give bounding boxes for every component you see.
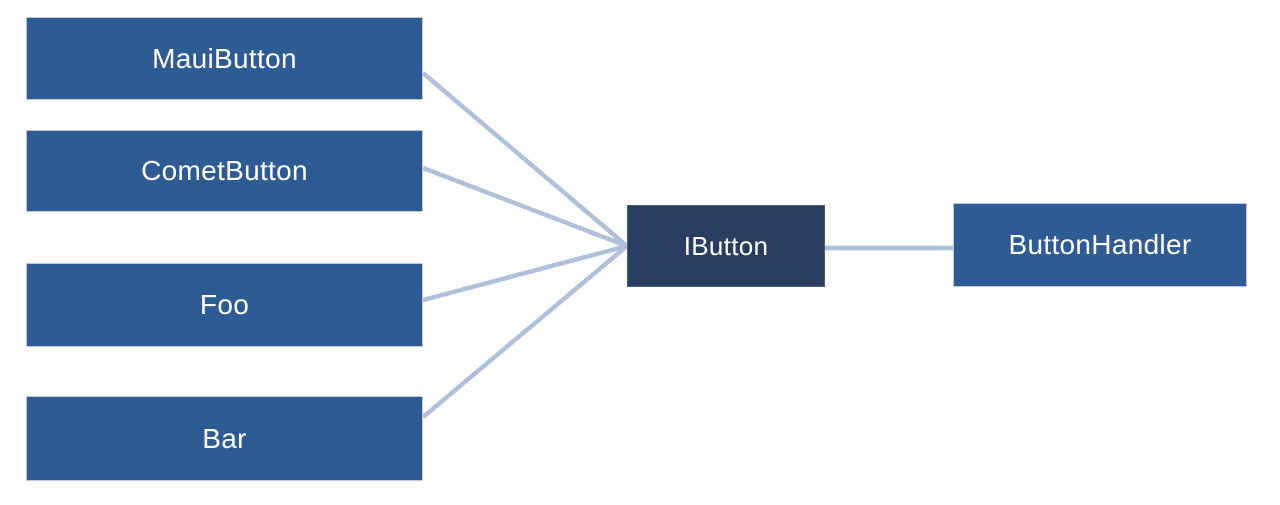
edge-foo-ibutton bbox=[422, 243, 628, 303]
node-buttonhandler[interactable]: ButtonHandler bbox=[953, 203, 1247, 287]
edge-mauibutton-ibutton bbox=[421, 71, 629, 248]
edge-cometbutton-ibutton bbox=[422, 165, 628, 249]
node-cometbutton-label: CometButton bbox=[141, 155, 308, 186]
edge-bar-ibutton bbox=[421, 244, 629, 419]
node-foo[interactable]: Foo bbox=[26, 263, 423, 347]
node-ibutton-label: IButton bbox=[683, 230, 769, 261]
node-ibutton[interactable]: IButton bbox=[627, 205, 825, 287]
node-foo-label: Foo bbox=[199, 289, 250, 320]
node-bar[interactable]: Bar bbox=[26, 396, 423, 481]
node-mauibutton[interactable]: MauiButton bbox=[26, 17, 423, 100]
node-buttonhandler-label: ButtonHandler bbox=[1008, 229, 1192, 260]
node-mauibutton-label: MauiButton bbox=[152, 42, 297, 74]
node-bar-label: Bar bbox=[202, 422, 247, 454]
node-cometbutton[interactable]: CometButton bbox=[26, 130, 423, 212]
